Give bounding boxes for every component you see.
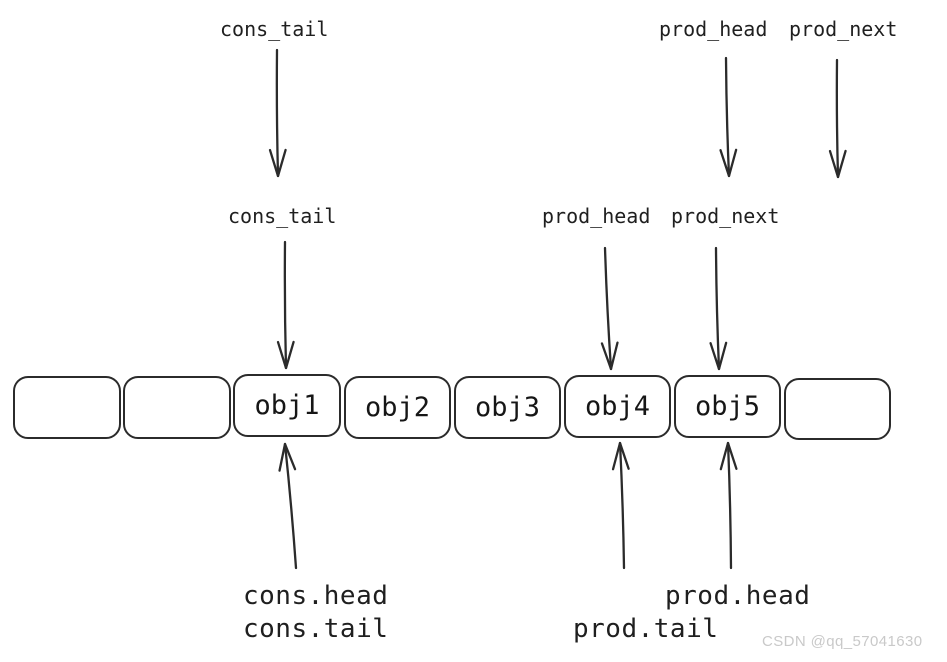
bottom-label-prod-tail: prod.tail	[573, 614, 719, 644]
buffer-cell-label: obj5	[694, 391, 761, 422]
bottom-label-cons-head: cons.head	[243, 581, 389, 611]
cons-head-tail-arrow-shaft	[283, 442, 298, 570]
buffer-cell-label: obj2	[364, 392, 431, 423]
top-pointer-label-prod-head: prod_head	[659, 17, 768, 41]
buffer-cell-obj1[interactable]: obj1	[233, 374, 341, 437]
prod-tail-arrow-head	[611, 441, 630, 471]
buffer-cell-obj3[interactable]: obj3	[454, 376, 561, 439]
cons-tail-top-arrow-head	[268, 148, 287, 178]
mid-pointer-label-cons-tail: cons_tail	[228, 204, 337, 228]
bottom-label-prod-head: prod.head	[665, 581, 811, 611]
prod-next-top-arrow-head	[828, 149, 847, 179]
buffer-cell-label: obj1	[254, 390, 320, 421]
prod-head-mid-arrow-shaft	[603, 246, 613, 371]
buffer-cell-obj5[interactable]: obj5	[674, 375, 781, 438]
buffer-cell-7[interactable]	[784, 378, 891, 440]
prod-next-top-arrow-shaft	[835, 58, 840, 179]
cons-head-tail-arrow-head	[278, 442, 297, 472]
buffer-cell-label: obj4	[584, 391, 651, 422]
cons-tail-mid-arrow-shaft	[283, 240, 288, 370]
buffer-cell-obj2[interactable]: obj2	[344, 376, 451, 439]
mid-pointer-label-prod-head: prod_head	[542, 204, 651, 228]
prod-head-arrow-shaft	[726, 441, 733, 570]
cons-tail-mid-arrow-head	[276, 340, 295, 370]
prod-tail-arrow-shaft	[618, 441, 626, 570]
csdn-watermark: CSDN @qq_57041630	[762, 633, 923, 650]
prod-head-top-arrow-shaft	[724, 56, 731, 178]
cons-tail-top-arrow-shaft	[275, 48, 280, 178]
prod-next-mid-arrow-shaft	[714, 246, 721, 371]
mid-pointer-label-prod-next: prod_next	[671, 204, 780, 228]
prod-next-mid-arrow-head	[709, 341, 728, 371]
buffer-cell-obj4[interactable]: obj4	[564, 375, 671, 438]
top-pointer-label-cons-tail: cons_tail	[220, 17, 329, 41]
bottom-label-cons-tail: cons.tail	[243, 614, 389, 644]
prod-head-mid-arrow-head	[600, 341, 619, 371]
buffer-cell-1[interactable]	[123, 376, 231, 439]
top-pointer-label-prod-next: prod_next	[789, 17, 898, 41]
prod-head-arrow-head	[719, 441, 738, 471]
buffer-cell-label: obj3	[474, 392, 541, 423]
buffer-cell-0[interactable]	[13, 376, 121, 439]
prod-head-top-arrow-head	[719, 148, 738, 178]
